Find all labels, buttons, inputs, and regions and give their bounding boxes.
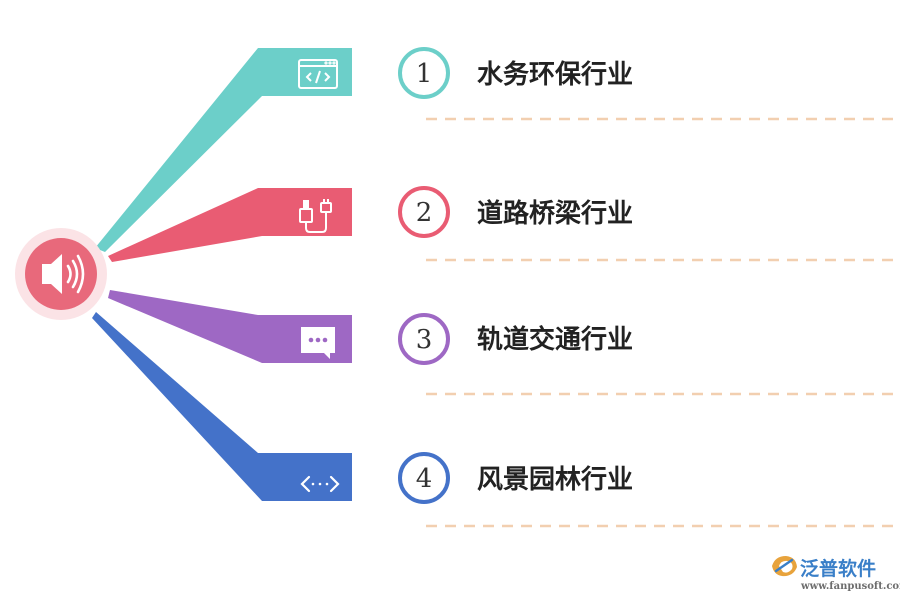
- number-3: 3: [416, 325, 433, 355]
- number-2: 2: [416, 198, 433, 228]
- logo-mark-icon: [772, 556, 797, 577]
- item-4: 4 风景园林行业: [398, 452, 900, 528]
- item-label-4: 风景园林行业: [477, 464, 633, 495]
- item-label-3: 轨道交通行业: [477, 324, 633, 355]
- code-window-icon: [298, 59, 338, 89]
- number-circle-1: [398, 47, 450, 99]
- item-label-2: 道路桥梁行业: [477, 198, 633, 229]
- item-label-1: 水务环保行业: [477, 59, 633, 90]
- number-circle-4: [398, 452, 450, 504]
- logo-name: 泛普软件: [800, 557, 876, 580]
- number-1: 1: [416, 59, 433, 89]
- logo-url: www.fanpusoft.com: [800, 581, 900, 592]
- ribbon-4: [92, 312, 352, 501]
- chat-bubble-icon: [301, 327, 335, 359]
- number-4: 4: [416, 464, 433, 494]
- code-arrows-icon: [300, 475, 340, 493]
- item-3: 3 轨道交通行业: [398, 313, 900, 396]
- ribbon-3: [108, 290, 352, 363]
- hub: [15, 228, 107, 320]
- number-circle-3: [398, 313, 450, 365]
- brand-logo: 泛普软件 www.fanpusoft.com: [772, 556, 900, 592]
- item-1: 1 水务环保行业: [398, 47, 900, 121]
- usb-cable-icon: [299, 199, 332, 233]
- ribbon-2: [108, 188, 352, 262]
- speaker-icon: [42, 254, 85, 294]
- ribbons: [92, 48, 352, 501]
- ribbon-1: [95, 48, 352, 252]
- number-circle-2: [398, 186, 450, 238]
- item-2: 2 道路桥梁行业: [398, 186, 900, 262]
